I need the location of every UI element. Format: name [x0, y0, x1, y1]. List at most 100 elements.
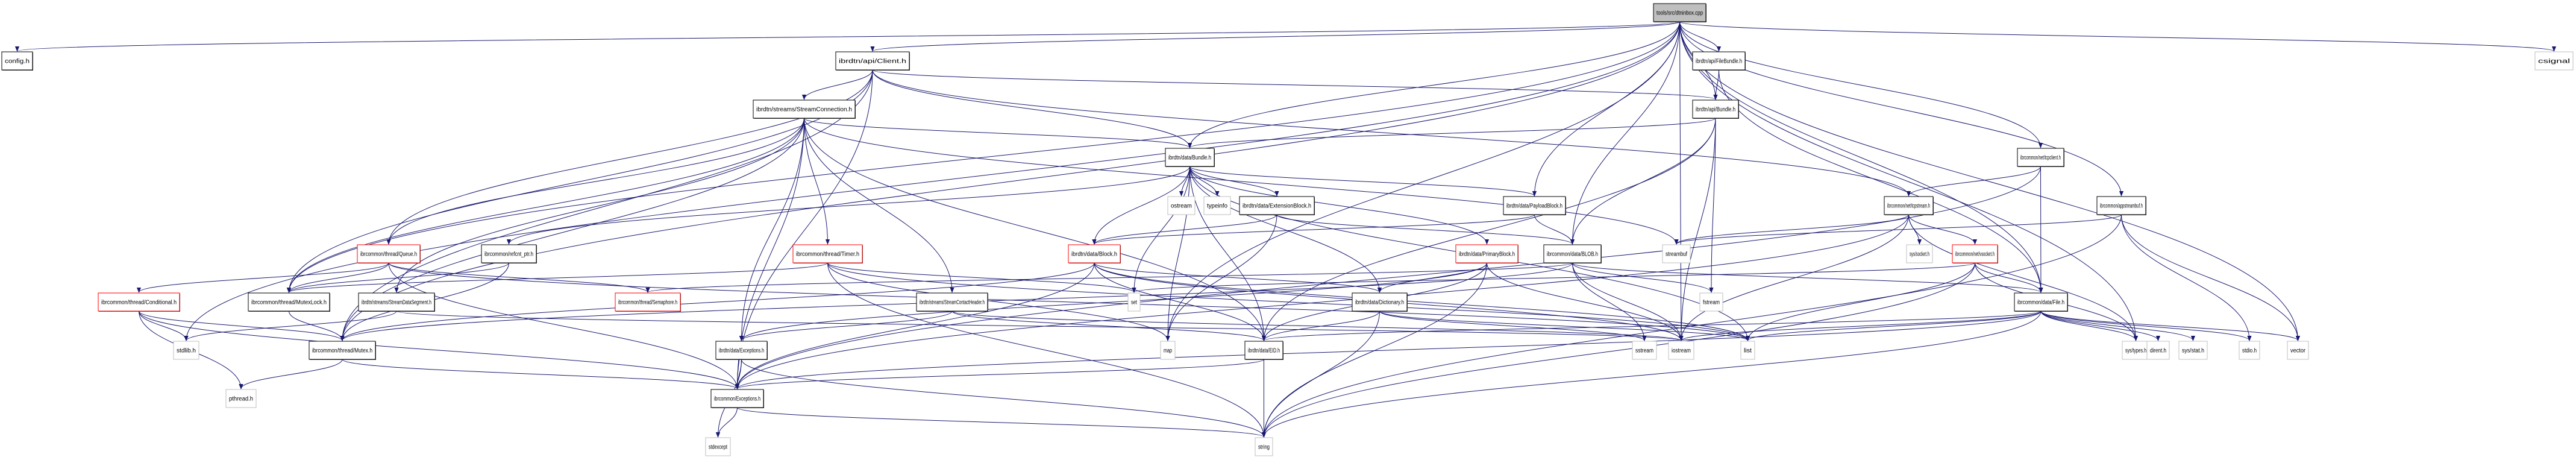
edge-databundle-to-payloadblock — [1189, 166, 1537, 197]
graph-node-extblock[interactable]: ibrdtn/data/ExtensionBlock.h — [1239, 196, 1315, 215]
graph-node-timer[interactable]: ibrcommon/thread/Timer.h — [792, 244, 863, 263]
edge-tcpstream-to-commonexceptions — [735, 214, 1909, 389]
node-box — [1167, 196, 1196, 215]
edge-dictionary-to-eid — [1261, 310, 1380, 341]
node-label: ibrcommon/thread/MutexLock.h — [251, 300, 327, 306]
graph-node-tcpstream[interactable]: ibrcommon/net/tcpstream.h — [1884, 196, 1934, 215]
include-edge — [1572, 262, 1647, 341]
graph-node-mutexlock[interactable]: ibrcommon/thread/MutexLock.h — [248, 292, 330, 312]
include-edge — [1713, 69, 1719, 100]
edge-contactheader-to-dataexceptions — [739, 310, 953, 341]
edge-streamconn-to-streambuf — [804, 118, 1679, 245]
node-label: csignal — [2538, 58, 2570, 65]
graph-node-streamconn[interactable]: ibrdtn/streams/StreamConnection.h — [753, 99, 856, 119]
graph-node-dataexceptions[interactable]: ibrdtn/data/Exceptions.h — [715, 341, 768, 360]
graph-node-queue[interactable]: ibrcommon/thread/Queue.h — [357, 244, 421, 263]
node-label: list — [1744, 348, 1752, 354]
node-box — [2122, 341, 2150, 360]
node-label: stdexcept — [709, 444, 727, 451]
node-label: ibrdtn/data/EID.h — [1248, 348, 1280, 354]
edge-root-to-config — [15, 21, 1680, 52]
graph-node-commonexceptions[interactable]: ibrcommon/Exceptions.h — [710, 389, 764, 408]
edge-databundle-to-map — [1165, 166, 1190, 341]
include-edge — [2040, 310, 2300, 341]
edge-client-to-queue — [386, 69, 873, 245]
graph-node-tcpclient[interactable]: ibrcommon/net/tcpclient.h — [2017, 148, 2064, 167]
graph-node-payloadblock[interactable]: ibrdtn/data/PayloadBlock.h — [1503, 196, 1566, 215]
edge-client-to-streamconn — [801, 69, 873, 100]
graph-node-block[interactable]: ibrdtn/data/Block.h — [1068, 244, 1121, 263]
node-label: fstream — [1703, 300, 1720, 306]
edge-file-to-list — [1746, 310, 2042, 341]
node-box — [753, 99, 856, 119]
node-label: map — [1164, 348, 1172, 354]
edge-extblock-to-block — [1092, 214, 1277, 245]
include-edge — [1261, 262, 1975, 438]
include-edge — [1975, 262, 2043, 293]
graph-node-contactheader[interactable]: ibrdtn/streams/StreamContactHeader.h — [916, 292, 988, 312]
graph-node-vsocket[interactable]: ibrcommon/net/vsocket.h — [1952, 244, 1998, 263]
include-edge — [286, 262, 389, 293]
graph-node-mutex[interactable]: ibrcommon/thread/Mutex.h — [309, 341, 376, 360]
edge-primaryblock-to-iostream — [1487, 262, 1684, 341]
graph-node-conditional[interactable]: ibrcommon/thread/Conditional.h — [98, 292, 180, 312]
include-edge — [1261, 118, 1716, 341]
graph-node-refcnt[interactable]: ibrcommon/refcnt_ptr.h — [481, 244, 537, 263]
graph-node-ostream: ostream — [1167, 196, 1196, 215]
include-edge — [2040, 310, 2196, 341]
include-edge — [870, 21, 1680, 52]
include-edge — [1906, 166, 2041, 197]
graph-node-filebundle[interactable]: ibrdtn/api/FileBundle.h — [1692, 51, 1746, 71]
edge-databundle-to-set — [1132, 166, 1190, 293]
include-edge — [1572, 262, 2043, 293]
node-box — [715, 341, 768, 360]
node-box — [705, 437, 731, 456]
node-label: pthread.h — [229, 396, 253, 403]
graph-node-primaryblock[interactable]: ibrdtn/data/PrimaryBlock.h — [1455, 244, 1518, 263]
include-edge — [1188, 118, 1716, 148]
node-label: ibrdtn/api/FileBundle.h — [1696, 58, 1742, 65]
graph-node-blob[interactable]: ibrcommon/data/BLOB.h — [1543, 244, 1602, 263]
include-edge — [2121, 214, 2252, 341]
include-edge — [1679, 21, 1684, 341]
graph-node-client[interactable]: ibrdtn/api/Client.h — [835, 51, 910, 71]
edge-appstreambuf-to-string — [1261, 214, 2122, 438]
include-edge — [827, 262, 1136, 293]
include-edge — [287, 262, 509, 293]
edge-blob-to-sstream — [1572, 262, 1647, 341]
nodes-layer: tools/src/dtninbox.cpp config.h ibrdtn/api… — [1, 3, 2574, 456]
include-edge — [737, 407, 1266, 438]
edge-block-to-commonexceptions — [735, 262, 1095, 389]
node-box — [309, 341, 376, 360]
graph-node-config[interactable]: config.h — [1, 51, 33, 71]
graph-node-dictionary[interactable]: ibrdtn/data/Dictionary.h — [1352, 292, 1408, 312]
edge-timer-to-list — [827, 262, 1750, 341]
graph-node-iostream: iostream — [1668, 341, 1694, 360]
edge-apibundle-to-fstream — [1709, 118, 1716, 293]
graph-node-streamdataseg[interactable]: ibrdtn/streams/StreamDataSegment.h — [358, 292, 435, 312]
graph-node-eid[interactable]: ibrdtn/data/EID.h — [1244, 341, 1283, 360]
edge-extblock-to-map — [1165, 214, 1277, 341]
graph-node-databundle[interactable]: ibrdtn/data/Bundle.h — [1165, 148, 1215, 167]
node-label: string — [1258, 444, 1270, 451]
node-box — [1699, 292, 1723, 312]
graph-node-csignal: csignal — [2534, 51, 2574, 71]
node-label: ibrdtn/data/Dictionary.h — [1355, 300, 1404, 306]
graph-node-set: set — [1127, 292, 1141, 312]
edge-root-to-filebundle — [1679, 21, 1722, 52]
graph-node-file[interactable]: ibrcommon/data/File.h — [2014, 292, 2068, 312]
graph-node-apibundle[interactable]: ibrdtn/api/Bundle.h — [1692, 99, 1739, 119]
include-edge — [951, 310, 1684, 341]
node-box — [1503, 196, 1566, 215]
edge-dictionary-to-list — [1379, 310, 1750, 341]
include-edge — [184, 310, 397, 341]
graph-node-appstreambuf[interactable]: ibrcommon/appstreambuf.h — [2096, 196, 2146, 215]
graph-node-semaphore[interactable]: ibrcommon/thread/Semaphore.h — [615, 292, 681, 312]
include-edge — [1674, 214, 1909, 245]
edge-file-to-string — [1262, 310, 2042, 438]
graph-node-root[interactable]: tools/src/dtninbox.cpp — [1653, 3, 1706, 22]
node-box — [2017, 148, 2064, 167]
graph-node-typeinfo: typeinfo — [1203, 196, 1231, 215]
edge-tcpstream-to-systypes — [1908, 214, 2139, 341]
graph-node-map: map — [1160, 341, 1176, 360]
